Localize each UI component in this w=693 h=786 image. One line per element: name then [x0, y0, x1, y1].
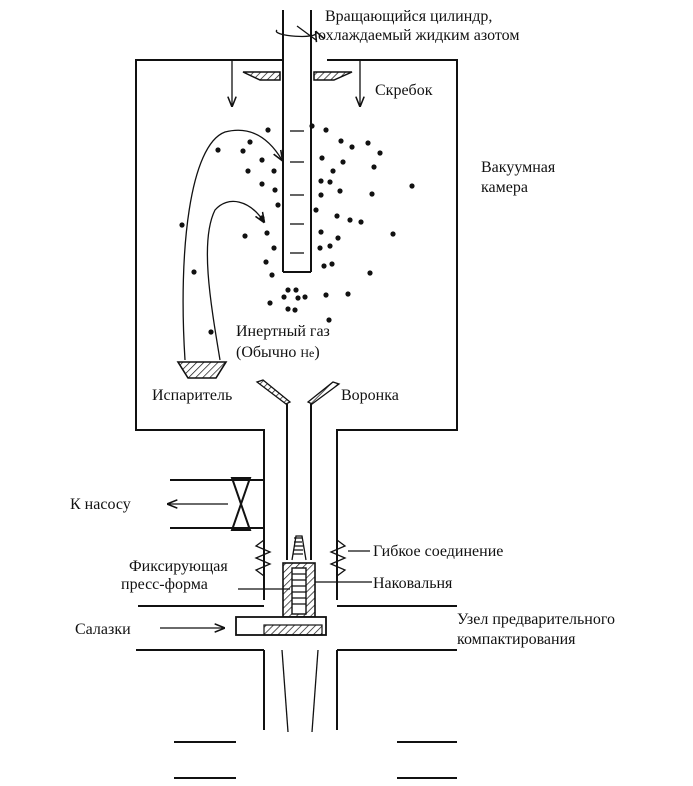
label-scraper: Скребок: [375, 82, 433, 99]
fixing-die: [238, 562, 372, 618]
label-flex: Гибкое соединение: [373, 543, 503, 560]
vacuum-chamber-wall: [135, 59, 458, 600]
label-inert-gas-line2: (Обычно He): [236, 344, 320, 361]
label-funnel: Воронка: [341, 387, 399, 404]
label-cylinder-line1: Вращающийся цилиндр,: [325, 8, 492, 25]
inert-gas-particles: [179, 123, 415, 335]
label-anvil: Наковальня: [373, 575, 453, 592]
label-chamber-line2: камера: [481, 179, 528, 196]
label-cylinder-line2: охлаждаемый жидким азотом: [318, 27, 519, 44]
slide: [160, 616, 327, 636]
scraper: [232, 60, 360, 106]
flexible-connection-left: [254, 539, 272, 577]
label-inert-gas-line1: Инертный газ: [236, 323, 330, 340]
rotation-arrow-icon: [275, 30, 316, 36]
label-precompact-line1: Узел предварительного: [457, 611, 615, 628]
cylinder-ticks: [290, 130, 304, 254]
label-pump: К насосу: [70, 496, 131, 513]
funnel: [255, 379, 341, 560]
flexible-connection-right: [329, 539, 347, 577]
rotating-cylinder: [275, 10, 316, 273]
label-die-line2: пресс-форма: [121, 576, 208, 593]
label-evaporator: Испаритель: [152, 387, 232, 404]
pump-line: [168, 477, 264, 531]
label-slide: Салазки: [75, 621, 131, 638]
anvil: [291, 535, 307, 561]
label-die-line1: Фиксирующая: [129, 558, 228, 575]
label-chamber-line1: Вакуумная: [481, 159, 556, 176]
label-precompact-line2: компактирования: [457, 631, 576, 648]
evaporator: [176, 129, 282, 379]
lower-section: [136, 605, 457, 779]
valve-icon: [230, 477, 252, 531]
